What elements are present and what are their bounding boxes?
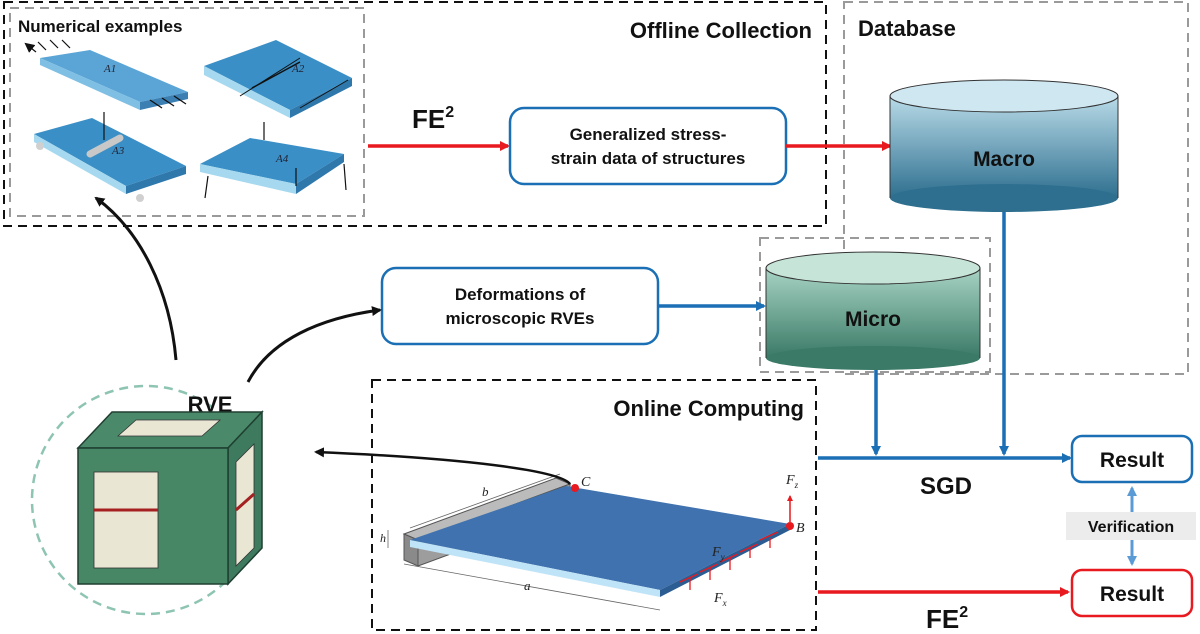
micro-label: Micro [845,308,901,331]
deformations-line2: microscopic RVEs [446,309,595,328]
deformations-line1: Deformations of [455,285,586,304]
plate-label-h: h [380,531,386,545]
plate-label-c: C [581,475,591,490]
macro-database-cylinder [889,79,1119,212]
example-a2-label: A2 [291,63,305,75]
result-bottom-label: Result [1100,583,1164,606]
fe2-bottom-label: FE2 [926,604,968,634]
example-a1-label: A1 [103,63,116,75]
example-a1: A1 [24,39,188,110]
online-computing-frame [371,379,817,631]
example-a3-label: A3 [111,145,125,157]
point-b [786,522,794,530]
numerical-examples-title: Numerical examples [18,17,182,36]
sgd-label: SGD [920,473,972,500]
micro-database-cylinder [765,251,981,370]
plate-label-b: b [482,484,489,499]
fe2-top-label: FE2 [412,104,454,134]
macro-label: Macro [973,148,1035,171]
force-fy-label: Fy [711,545,725,562]
rve-to-deformations-arrow [246,306,382,383]
verification-bg [1066,512,1196,540]
rve-to-examples-arrow [94,196,178,361]
generalized-data-line1: Generalized stress- [570,125,727,144]
point-c [571,484,579,492]
plate-label-a: a [524,578,531,593]
database-frame [843,1,1189,375]
example-a3: A3 [34,112,186,202]
generalized-data-line2: strain data of structures [551,149,746,168]
point-c-to-rve-arrow [314,447,572,485]
plate-model: b a h C B Fz Fy Fx [380,473,805,611]
force-fz-label: Fz [785,473,799,490]
result-bottom-box [1070,568,1194,618]
force-fx-label: Fx [713,591,727,608]
verification-label: Verification [1088,519,1174,536]
plate-label-b-point: B [796,521,805,536]
database-title: Database [858,16,956,41]
deformations-box [380,266,660,346]
example-a4: A4 [200,122,347,199]
offline-collection-frame [3,1,827,227]
offline-collection-title: Offline Collection [630,18,812,43]
online-computing-title: Online Computing [613,396,804,421]
rve-cube [76,410,264,586]
generalized-data-box [508,106,788,186]
numerical-examples-frame [9,7,365,217]
result-top-label: Result [1100,449,1164,472]
result-top-box [1070,434,1194,484]
example-a2: A2 [204,40,352,118]
example-a4-label: A4 [275,153,289,165]
